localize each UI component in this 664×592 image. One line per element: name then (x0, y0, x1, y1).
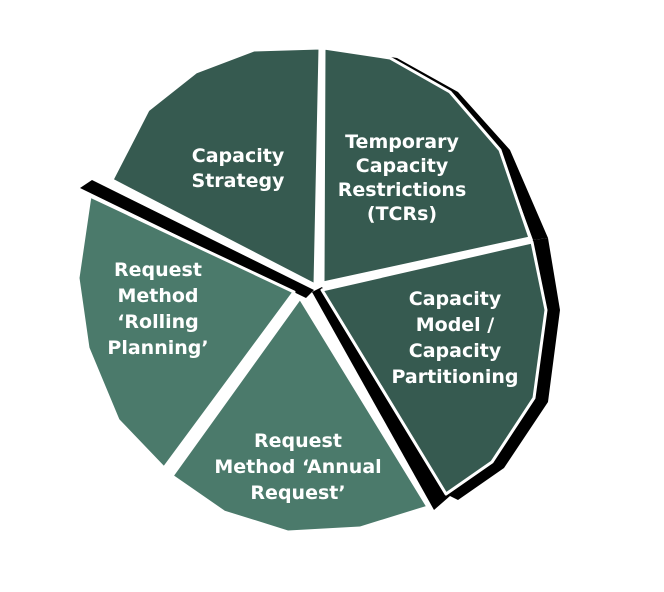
segment-label-line: Partitioning (391, 366, 518, 388)
segment-label-line: Temporary (345, 131, 459, 153)
segment-capacity-strategy (110, 46, 322, 287)
segment-label-line: Model / (416, 314, 495, 336)
segment-label-line: Request’ (250, 482, 345, 504)
segment-label-line: ‘Rolling (117, 311, 199, 333)
segment-label-line: Method ‘Annual (214, 456, 381, 478)
segment-label-line: Request (254, 430, 342, 452)
segment-shadow-tcrs (324, 48, 548, 240)
pie-segment-layer (76, 46, 548, 534)
gap-band-upper (80, 180, 314, 298)
segment-label-line: Capacity (192, 145, 285, 167)
segment-label-line: Method (117, 285, 198, 307)
segment-label-line: Strategy (192, 170, 286, 192)
segment-label-line: Capacity (409, 288, 502, 310)
segment-capacity-model (320, 240, 548, 496)
segment-rolling-planning (76, 194, 296, 470)
segment-label-line: Capacity (356, 155, 449, 177)
segment-label-line: Restrictions (338, 179, 467, 201)
segment-label-line: Planning’ (107, 337, 208, 359)
segment-tcrs (321, 46, 532, 285)
segment-label-line: (TCRs) (367, 203, 437, 225)
segment-label-line: Request (114, 259, 202, 281)
segment-label-line: Capacity (409, 340, 502, 362)
gap-band-lower (312, 287, 450, 510)
segment-annual-request (170, 296, 430, 534)
